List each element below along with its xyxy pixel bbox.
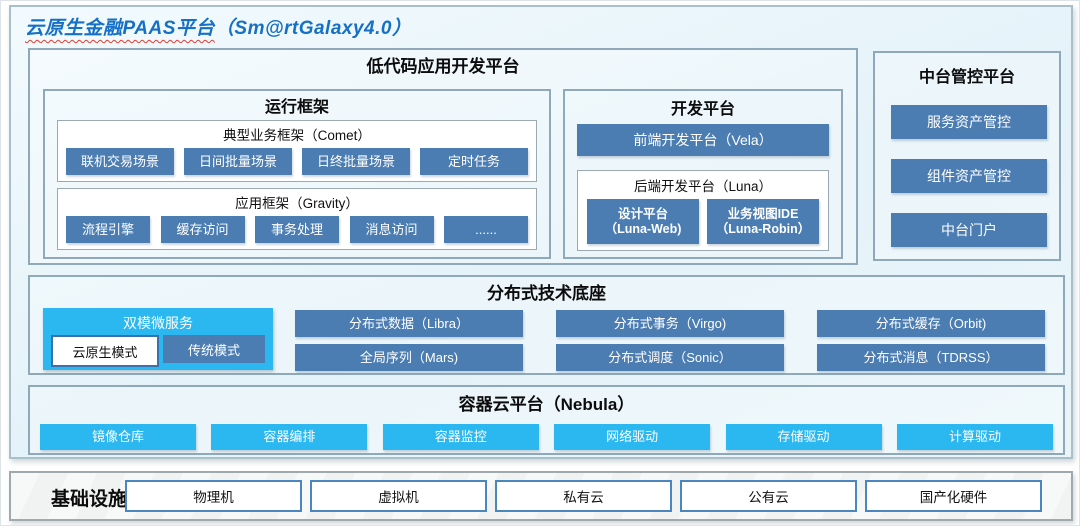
luna-web-line2: （Luna-Web) (604, 221, 682, 236)
midplatform-title: 中台管控平台 (918, 69, 1015, 86)
infra-public-cloud: 公有云 (680, 480, 857, 512)
runtime-framework-section: 运行框架 典型业务框架（Comet） 联机交易场景 日间批量场景 日终批量场景 … (43, 89, 551, 259)
global-sequence-mars: 全局序列（Mars) (295, 344, 523, 371)
compute-driver: 计算驱动 (896, 424, 1053, 450)
infrastructure-row: 物理机 虚拟机 私有云 公有云 国产化硬件 (125, 480, 1042, 512)
container-orchestration: 容器编排 (211, 424, 368, 450)
distributed-grid: 分布式数据（Libra） 分布式事务（Virgo) 分布式缓存（Orbit) 全… (295, 310, 1045, 371)
dev-platform-section: 开发平台 前端开发平台（Vela） 后端开发平台（Luna） 设计平台 （Lun… (563, 89, 843, 259)
page-title-suffix: （Sm@rtGalaxy4.0） (214, 18, 412, 39)
vela-frontend-platform: 前端开发平台（Vela） (577, 124, 829, 156)
network-driver: 网络驱动 (554, 424, 711, 450)
luna-robin-line2: （Luna-Robin） (715, 221, 811, 236)
distributed-data-libra: 分布式数据（Libra） (295, 310, 523, 337)
gravity-framework-title: 应用框架（Gravity） (235, 196, 359, 211)
image-registry: 镜像仓库 (40, 424, 196, 450)
comet-framework-title: 典型业务框架（Comet） (223, 128, 371, 143)
container-cloud-row: 镜像仓库 容器编排 容器监控 网络驱动 存储驱动 计算驱动 (40, 424, 1053, 450)
container-cloud-title: 容器云平台（Nebula） (458, 395, 635, 414)
infrastructure-title: 基础设施 (51, 489, 128, 510)
page-title: 云原生金融PAAS平台（Sm@rtGalaxy4.0） (25, 13, 411, 40)
comet-button-row: 联机交易场景 日间批量场景 日终批量场景 定时任务 (66, 148, 528, 175)
service-asset-control: 服务资产管控 (891, 105, 1047, 139)
module-message-access: 消息访问 (349, 216, 434, 243)
runtime-framework-title: 运行框架 (264, 99, 329, 116)
midplatform-section: 中台管控平台 服务资产管控 组件资产管控 中台门户 (873, 51, 1061, 261)
traditional-mode: 传统模式 (163, 335, 265, 363)
luna-web-design-platform: 设计平台 （Luna-Web) (587, 199, 699, 244)
infrastructure-section: 基础设施 物理机 虚拟机 私有云 公有云 国产化硬件 (9, 471, 1073, 521)
dual-mode-title: 双模微服务 (123, 315, 193, 331)
dual-mode-microservice-box: 双模微服务 云原生模式 传统模式 (43, 308, 273, 370)
distributed-base-section: 分布式技术底座 双模微服务 云原生模式 传统模式 分布式数据（Libra） 分布… (28, 275, 1065, 375)
luna-backend-box: 后端开发平台（Luna） 设计平台 （Luna-Web) 业务视图IDE （Lu… (577, 170, 829, 251)
scenario-scheduled-task: 定时任务 (420, 148, 528, 175)
midplatform-portal: 中台门户 (891, 213, 1047, 247)
infra-physical-machine: 物理机 (125, 480, 302, 512)
luna-robin-line1: 业务视图IDE (727, 206, 799, 221)
container-monitoring: 容器监控 (382, 424, 539, 450)
dev-platform-title: 开发平台 (670, 101, 735, 118)
gravity-button-row: 流程引擎 缓存访问 事务处理 消息访问 ...... (66, 216, 528, 243)
main-panel: 云原生金融PAAS平台（Sm@rtGalaxy4.0） 低代码应用开发平台 运行… (9, 5, 1073, 459)
distributed-cache-orbit: 分布式缓存（Orbit) (817, 310, 1045, 337)
storage-driver: 存储驱动 (725, 424, 882, 450)
infra-private-cloud: 私有云 (495, 480, 672, 512)
scenario-eod-batch: 日终批量场景 (302, 148, 410, 175)
gravity-framework-box: 应用框架（Gravity） 流程引擎 缓存访问 事务处理 消息访问 ...... (57, 188, 537, 250)
luna-button-row: 设计平台 （Luna-Web) 业务视图IDE （Luna-Robin） (587, 199, 819, 244)
module-cache-access: 缓存访问 (160, 216, 245, 243)
distributed-base-title: 分布式技术底座 (487, 284, 606, 303)
cloud-native-mode: 云原生模式 (51, 335, 159, 367)
luna-backend-title: 后端开发平台（Luna） (633, 179, 773, 194)
low-code-platform-title: 低代码应用开发平台 (366, 57, 520, 76)
module-ellipsis: ...... (444, 216, 528, 243)
infra-virtual-machine: 虚拟机 (310, 480, 487, 512)
luna-robin-business-view-ide: 业务视图IDE （Luna-Robin） (707, 199, 819, 244)
distributed-transaction-virgo: 分布式事务（Virgo) (556, 310, 784, 337)
infra-domestic-hardware: 国产化硬件 (865, 480, 1042, 512)
low-code-platform-section: 低代码应用开发平台 运行框架 典型业务框架（Comet） 联机交易场景 日间批量… (28, 48, 858, 265)
distributed-message-tdrss: 分布式消息（TDRSS） (817, 344, 1045, 371)
component-asset-control: 组件资产管控 (891, 159, 1047, 193)
module-transaction-processing: 事务处理 (255, 216, 339, 243)
module-process-engine: 流程引擎 (66, 216, 150, 243)
distributed-scheduling-sonic: 分布式调度（Sonic） (556, 344, 784, 371)
luna-web-line1: 设计平台 (617, 206, 668, 221)
scenario-online-transaction: 联机交易场景 (66, 148, 174, 175)
scenario-intraday-batch: 日间批量场景 (184, 148, 292, 175)
page-title-main: 云原生金融PAAS平台 (25, 18, 215, 39)
comet-framework-box: 典型业务框架（Comet） 联机交易场景 日间批量场景 日终批量场景 定时任务 (57, 120, 537, 182)
container-cloud-section: 容器云平台（Nebula） 镜像仓库 容器编排 容器监控 网络驱动 存储驱动 计… (28, 385, 1065, 455)
